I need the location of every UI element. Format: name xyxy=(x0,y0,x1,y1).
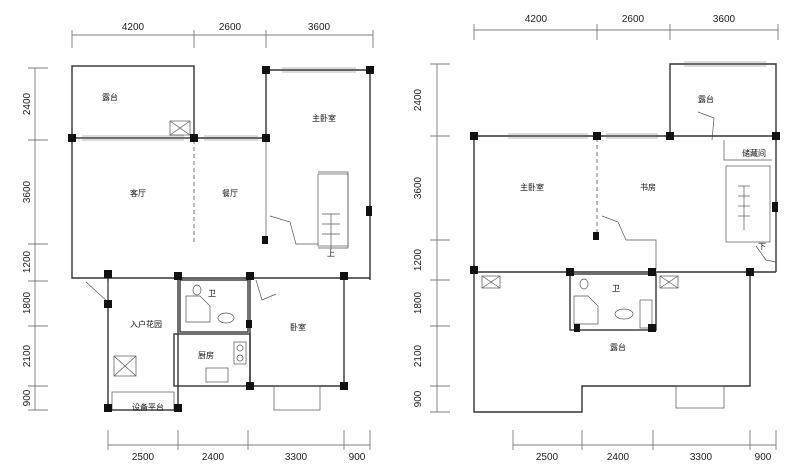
left-top-dim-1: 4200 xyxy=(122,22,145,33)
right-side-dim-2: 3600 xyxy=(413,176,424,199)
left-side-dim-3: 1200 xyxy=(22,250,33,273)
right-plan-walls xyxy=(473,61,777,413)
right-bottom-dim-4: 900 xyxy=(755,452,772,463)
left-side-dim-5: 2100 xyxy=(22,344,33,367)
left-side-dim-1: 2400 xyxy=(22,92,33,115)
left-bedroom-label: 卧室 xyxy=(290,322,306,332)
right-side-dim-3: 1200 xyxy=(413,248,424,271)
left-side-dim-6: 900 xyxy=(22,389,33,406)
left-floor-plan: 4200 2600 3600 2500 2400 3300 900 xyxy=(22,22,374,463)
right-top-balcony-label: 露台 xyxy=(698,94,714,104)
right-side-dim-5: 2100 xyxy=(413,344,424,367)
left-master-bedroom-label: 主卧室 xyxy=(312,113,336,123)
right-bottom-dim-1: 2500 xyxy=(536,452,559,463)
left-bottom-dim-3: 3300 xyxy=(285,452,308,463)
right-side-dim-4: 1800 xyxy=(413,291,424,314)
right-side-dim-6: 900 xyxy=(413,390,424,407)
left-dining-room-label: 餐厅 xyxy=(222,189,238,198)
left-entry-garden-label: 入户花园 xyxy=(130,319,162,329)
left-bottom-dim-2: 2400 xyxy=(202,452,225,463)
left-living-room-label: 客厅 xyxy=(130,188,146,198)
left-bathroom-label: 卫 xyxy=(208,289,216,298)
right-side-dimension-line: 2400 3600 1200 1800 2100 900 xyxy=(413,63,450,413)
right-top-dim-2: 2600 xyxy=(622,14,645,25)
right-top-dim-1: 4200 xyxy=(525,14,548,25)
right-bottom-dim-3: 3300 xyxy=(690,452,713,463)
right-top-dimension-line: 4200 2600 3600 xyxy=(473,14,779,40)
right-study-label: 书房 xyxy=(640,182,656,192)
right-cloakroom-label: 储藏间 xyxy=(742,148,766,158)
left-side-dimension-line: 2400 3600 1200 1800 2100 900 xyxy=(22,67,48,411)
left-plan-walls xyxy=(71,65,371,411)
left-top-dim-3: 3600 xyxy=(308,22,331,33)
left-bottom-dimension-line: 2500 2400 3300 900 xyxy=(107,430,371,463)
right-plan-columns xyxy=(470,132,780,332)
right-bottom-dimension-line: 2500 2400 3300 900 xyxy=(512,430,777,463)
right-floor-plan: 4200 2600 3600 2500 2400 3300 900 xyxy=(413,14,780,463)
right-stair-down-label: 下 xyxy=(758,242,766,251)
left-side-dim-2: 3600 xyxy=(22,180,33,203)
left-service-balcony-label: 设备平台 xyxy=(132,402,164,412)
left-plan-columns xyxy=(68,66,374,412)
left-bottom-dim-4: 900 xyxy=(349,452,366,463)
left-top-dimension-line: 4200 2600 3600 xyxy=(71,22,374,48)
right-bathroom-label: 卫 xyxy=(612,284,620,293)
right-side-dim-1: 2400 xyxy=(413,88,424,111)
left-stair-up-label: 上 xyxy=(327,249,335,258)
left-bottom-dim-1: 2500 xyxy=(132,452,155,463)
left-balcony-label: 露台 xyxy=(102,92,118,102)
right-bottom-dim-2: 2400 xyxy=(607,452,630,463)
right-bottom-balcony-label: 露台 xyxy=(610,342,626,352)
right-top-dim-3: 3600 xyxy=(713,14,736,25)
right-master-bedroom-label: 主卧室 xyxy=(520,182,544,192)
left-top-dim-2: 2600 xyxy=(219,22,242,33)
left-kitchen-label: 厨房 xyxy=(198,350,214,360)
left-side-dim-4: 1800 xyxy=(22,291,33,314)
